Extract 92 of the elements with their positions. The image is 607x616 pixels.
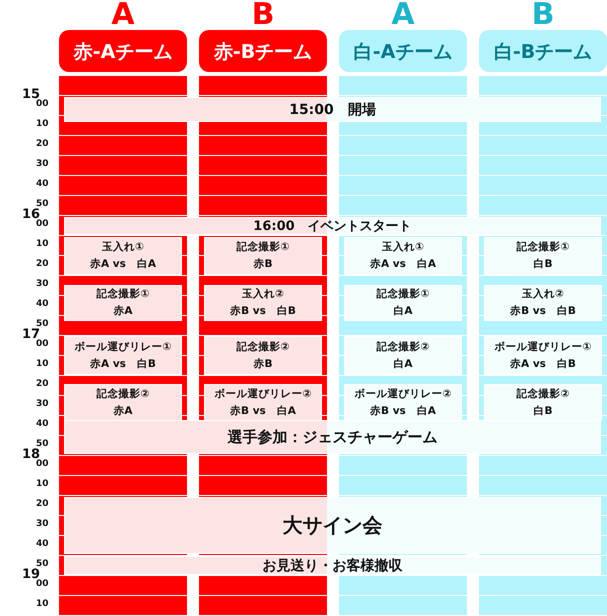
minute-label: 20 — [36, 259, 49, 269]
minute-label: 50 — [36, 319, 49, 329]
minute-label: 20 — [36, 379, 49, 389]
minute-label: 00 — [36, 579, 49, 589]
event-title: ボール運びリレー① — [494, 340, 592, 354]
team-name: 白-Bチーム — [494, 41, 592, 63]
matchup-text: 白B — [533, 404, 552, 418]
event-title: 記念撮影② — [96, 386, 150, 402]
matchup-text: 赤A vs 白B — [90, 356, 156, 372]
band-text: 大サイン会 — [282, 512, 382, 539]
event-title: 玉入れ② — [522, 287, 564, 302]
event-title: 記念撮影① — [376, 287, 430, 302]
event-box — [204, 285, 322, 321]
event-box — [484, 285, 602, 321]
event-box — [484, 384, 602, 421]
event-box — [64, 336, 182, 375]
matchup-text: 赤B vs 白A — [230, 404, 296, 418]
event-box — [204, 336, 322, 375]
minute-label: 10 — [36, 119, 49, 129]
matchup-text: 赤A vs 白A — [370, 257, 436, 272]
minute-label: 10 — [36, 359, 49, 369]
minute-label: 30 — [36, 159, 49, 169]
event-title: 記念撮影① — [236, 240, 290, 255]
schedule-band — [64, 217, 601, 235]
minute-label: 00 — [36, 339, 49, 349]
minute-label: 00 — [36, 459, 49, 469]
minute-label: 10 — [36, 479, 49, 489]
schedule-band — [64, 420, 601, 454]
event-box — [64, 285, 182, 321]
matchup-text: 赤B vs 白B — [230, 304, 296, 319]
minute-label: 20 — [36, 499, 49, 509]
minute-label: 00 — [36, 99, 49, 109]
minute-label: 30 — [36, 279, 49, 289]
event-box — [484, 336, 602, 375]
team-letter: A — [391, 0, 415, 32]
event-box — [484, 237, 602, 275]
event-title: ボール運びリレー① — [74, 340, 172, 354]
minute-label: 00 — [36, 219, 49, 229]
event-box — [344, 336, 462, 375]
event-box — [64, 384, 182, 421]
matchup-text: 白A — [393, 356, 413, 372]
minute-label: 50 — [36, 439, 49, 449]
minute-label: 40 — [36, 299, 49, 309]
team-letter: A — [111, 0, 135, 32]
matchup-text: 赤A vs 白A — [90, 257, 156, 272]
event-box — [64, 237, 182, 275]
minute-label: 50 — [36, 559, 49, 569]
event-title: 記念撮影① — [96, 287, 150, 302]
matchup-text: 赤A vs 白B — [510, 356, 576, 372]
minute-label: 40 — [36, 419, 49, 429]
schedule-band — [64, 556, 601, 575]
event-title: ボール運びリレー② — [214, 386, 312, 402]
event-box — [204, 237, 322, 275]
matchup-text: 赤B vs 白B — [510, 304, 576, 319]
matchup-text: 白B — [533, 257, 552, 272]
minute-label: 10 — [36, 599, 49, 609]
band-text: 選手参加：ジェスチャーゲーム — [228, 428, 438, 446]
minute-label: 30 — [36, 519, 49, 529]
team-name: 白-Aチーム — [354, 41, 452, 63]
minute-label: 40 — [36, 539, 49, 549]
schedule-band — [64, 497, 601, 554]
matchup-text: 赤B vs 白A — [370, 404, 436, 418]
event-box — [344, 285, 462, 321]
band-text: 15:00 開場 — [289, 100, 376, 118]
matchup-text: 赤B — [253, 257, 272, 272]
team-letter: B — [532, 0, 554, 32]
minute-label: 20 — [36, 139, 49, 149]
band-text: お見送り・お客様撤収 — [262, 556, 402, 574]
event-title: 玉入れ② — [242, 287, 284, 302]
event-title: 記念撮影② — [516, 386, 570, 402]
event-box — [344, 384, 462, 421]
team-letter: B — [252, 0, 274, 32]
event-title: ボール運びリレー② — [354, 386, 452, 402]
minute-label: 40 — [36, 179, 49, 189]
matchup-text: 赤A — [113, 404, 133, 418]
band-text: 16:00 イベントスタート — [253, 218, 412, 235]
event-title: 玉入れ① — [102, 240, 144, 255]
event-title: 記念撮影② — [376, 340, 430, 354]
event-title: 玉入れ① — [382, 240, 424, 255]
matchup-text: 赤A — [113, 304, 133, 319]
event-title: 記念撮影① — [516, 240, 570, 255]
matchup-text: 白A — [393, 304, 413, 319]
event-box — [344, 237, 462, 275]
schedule-band — [64, 97, 601, 122]
event-box — [204, 384, 322, 421]
minute-label: 30 — [36, 399, 49, 409]
team-name: 赤-Bチーム — [214, 41, 312, 63]
minute-label: 10 — [36, 239, 49, 249]
team-name: 赤-Aチーム — [74, 41, 172, 63]
matchup-text: 赤B — [253, 356, 272, 372]
event-title: 記念撮影② — [236, 340, 290, 354]
minute-label: 50 — [36, 199, 49, 209]
